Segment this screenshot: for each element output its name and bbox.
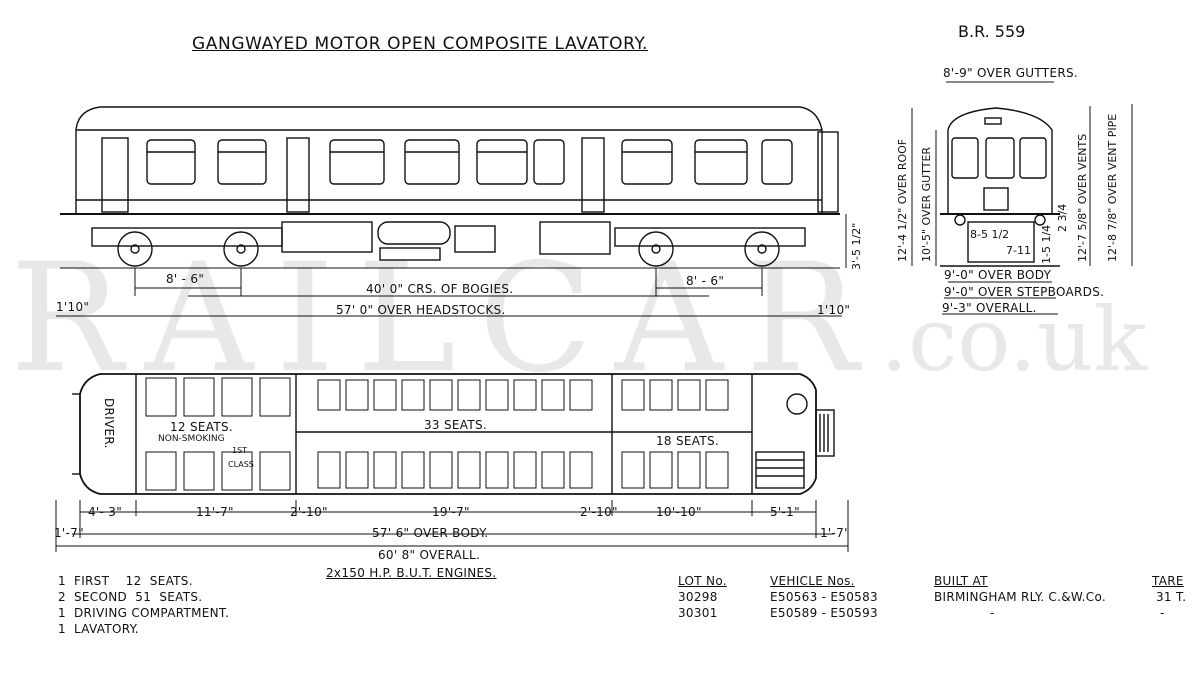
first-class-label-2: CLASS — [228, 460, 254, 469]
plan-dimension-lines — [55, 500, 849, 552]
end-over-roof: 12'-4 1/2" OVER ROOF — [896, 138, 909, 262]
bogie-wheelbase-left: 8' - 6" — [166, 272, 205, 286]
plan-dim-11-7: 11'-7" — [196, 505, 234, 519]
lot-header: LOT No. — [678, 574, 727, 588]
plan-seats-first — [145, 377, 291, 491]
end-small-dim-3: 1-5 1/4 — [1040, 224, 1053, 264]
built-header: BUILT AT — [934, 574, 988, 588]
over-headstocks: 57' 0" OVER HEADSTOCKS. — [336, 303, 506, 317]
end-over-gutter: 10'-5" OVER GUTTER — [920, 146, 933, 262]
overhang-right: 1'10" — [817, 303, 851, 317]
end-over-stepboards: 9'-0" OVER STEPBOARDS. — [944, 285, 1105, 299]
end-small-dim-2: 7-11 — [1006, 244, 1031, 257]
plan-dim-4-3: 4'- 3" — [88, 505, 123, 519]
end-overall: 9'-3" OVERALL. — [942, 301, 1037, 315]
bogie-wheelbase-right: 8' - 6" — [686, 274, 725, 288]
tare-header: TARE — [1152, 574, 1184, 588]
second-class-seats-a: 33 SEATS. — [424, 418, 488, 432]
overhang-left: 1'10" — [56, 300, 90, 314]
end-over-vent-pipe: 12'-8 7/8" OVER VENT PIPE — [1106, 113, 1119, 262]
vehicle-cell: E50563 - E50583 — [770, 590, 878, 604]
built-cell: - — [990, 606, 995, 620]
bogie-centres: 40' 0" CRS. OF BOGIES. — [366, 282, 514, 296]
vehicle-header: VEHICLE Nos. — [770, 574, 855, 588]
first-class-label-1: 1ST — [232, 446, 248, 455]
plan-view — [72, 373, 835, 495]
lot-cell: 30298 — [678, 590, 718, 604]
plan-overall: 60' 8" OVERALL. — [378, 548, 481, 562]
plan-dim-5-1: 5'-1" — [770, 505, 800, 519]
second-class-seats-b: 18 SEATS. — [656, 434, 720, 448]
driver-label: DRIVER. — [102, 398, 116, 449]
end-small-dim-4: 2 3/4 — [1056, 203, 1069, 232]
vehicle-cell: E50589 - E50593 — [770, 606, 878, 620]
watermark-suffix: .co.uk — [880, 288, 1147, 391]
watermark-main: RAILCAR — [10, 232, 881, 406]
end-over-gutters: 8'-9" OVER GUTTERS. — [943, 66, 1078, 80]
end-small-dim-1: 8-5 1/2 — [970, 228, 1010, 241]
plan-dim-10-10: 10'-10" — [656, 505, 702, 519]
plan-over-body: 57' 6" OVER BODY. — [372, 526, 489, 540]
drawing-ref: B.R. 559 — [958, 22, 1026, 41]
non-smoking-label: NON-SMOKING — [158, 434, 225, 444]
end-over-body: 9'-0" OVER BODY — [944, 268, 1052, 282]
side-elevation — [60, 106, 840, 269]
plan-dim-2-10b: 2'-10" — [580, 505, 618, 519]
plan-dim-1-7-left: 1'-7" — [54, 526, 84, 540]
plan-seats-second — [317, 379, 729, 489]
plan-dim-1-7-right: 1'-7" — [820, 526, 850, 540]
end-elevation — [940, 107, 1060, 267]
engines-label: 2x150 H.P. B.U.T. ENGINES. — [326, 566, 497, 580]
tare-cell: 31 T. — [1156, 590, 1187, 604]
first-class-seats: 12 SEATS. — [170, 420, 234, 434]
tare-cell: - — [1160, 606, 1165, 620]
built-cell: BIRMINGHAM RLY. C.&W.Co. — [934, 590, 1107, 604]
plan-dim-19-7: 19'-7" — [432, 505, 470, 519]
headstock-height: 3'-5 1/2" — [850, 222, 863, 270]
watermark: RAILCAR.co.uk — [10, 232, 1147, 406]
side-dimension-lines — [56, 214, 847, 317]
end-over-vents: 12'-7 5/8" OVER VENTS — [1076, 133, 1089, 262]
end-dimension-lines — [911, 81, 1133, 315]
plan-dim-2-10a: 2'-10" — [290, 505, 328, 519]
drawing-title: GANGWAYED MOTOR OPEN COMPOSITE LAVATORY. — [192, 34, 648, 54]
lot-cell: 30301 — [678, 606, 718, 620]
